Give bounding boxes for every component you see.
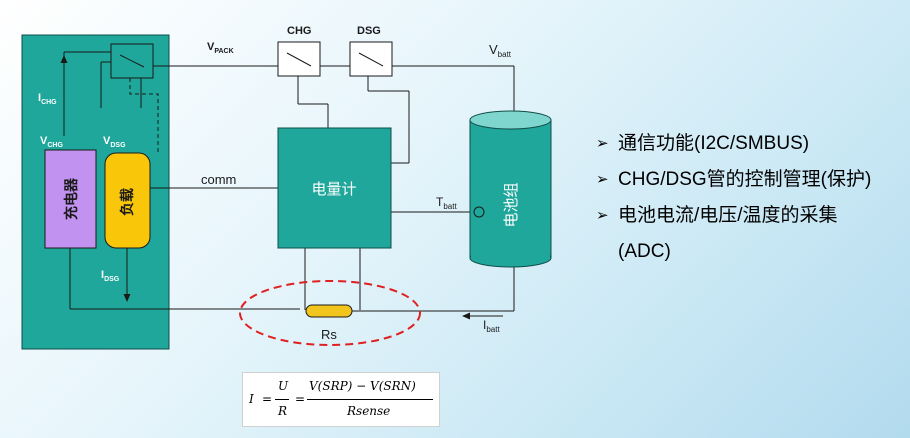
fraction-bar	[307, 399, 433, 400]
temperature-sensor-icon	[473, 206, 485, 218]
comm-label: comm	[201, 172, 236, 187]
bullet-text: CHG/DSG管的控制管理(保护)	[618, 169, 872, 190]
rs-label: Rs	[321, 327, 337, 342]
vpack-label: VPACK	[207, 41, 234, 55]
formula-equals: =	[262, 392, 273, 406]
fraction-bar	[275, 399, 289, 400]
arrow-bullet-icon: ➢	[596, 135, 609, 152]
vchg-label: VCHG	[40, 135, 63, 149]
ibatt-arrow-head	[462, 312, 470, 320]
feature-bullet-list: ➢ 通信功能(I2C/SMBUS) ➢ CHG/DSG管的控制管理(保护) ➢ …	[596, 126, 906, 270]
idsg-label: IDSG	[101, 269, 120, 283]
battery-top	[469, 110, 552, 130]
formula-r: R	[278, 404, 288, 418]
ichg-label: ICHG	[38, 92, 57, 106]
tbatt-label: Tbatt	[436, 195, 457, 211]
circuit-wires	[63, 51, 515, 312]
vbatt-label: Vbatt	[489, 42, 512, 59]
current-formula: I = U R = V(SRP) − V(SRN) Rsense	[242, 372, 440, 427]
formula-equals: =	[295, 392, 306, 406]
bullet-text: 电池电流/电压/温度的采集	[618, 205, 838, 226]
formula-numerator: V(SRP) − V(SRN)	[309, 379, 416, 393]
charger-label: 充电器	[63, 177, 79, 220]
battery-label: 电池组	[503, 182, 520, 227]
chg-label: CHG	[287, 25, 311, 37]
idsg-arrow-head	[123, 294, 131, 302]
formula-denominator: Rsense	[347, 404, 391, 418]
arrow-bullet-icon: ➢	[596, 171, 609, 188]
formula-lhs: I	[249, 392, 254, 406]
vdsg-label: VDSG	[103, 135, 126, 149]
rs-resistor	[305, 304, 353, 318]
ichg-arrow-head	[60, 55, 68, 63]
gauge-ic-box	[277, 127, 392, 249]
arrow-bullet-icon: ➢	[596, 207, 609, 224]
battery-cylinder	[469, 119, 552, 259]
bullet-continuation: (ADC)	[618, 241, 671, 262]
bullet-item: ➢ CHG/DSG管的控制管理(保护)	[596, 162, 906, 198]
formula-u: U	[278, 379, 289, 393]
bullet-text: 通信功能(I2C/SMBUS)	[618, 133, 810, 154]
ibatt-label: Ibatt	[483, 318, 500, 334]
load-label: 负载	[119, 188, 135, 216]
gauge-label: 电量计	[311, 181, 356, 198]
bullet-item: ➢ 电池电流/电压/温度的采集	[596, 198, 906, 234]
vpack-sense-dashed-line	[129, 78, 159, 153]
sense-dashed-ellipse	[239, 280, 421, 346]
dsg-label: DSG	[357, 25, 381, 37]
bullet-item: ➢ 通信功能(I2C/SMBUS)	[596, 126, 906, 162]
